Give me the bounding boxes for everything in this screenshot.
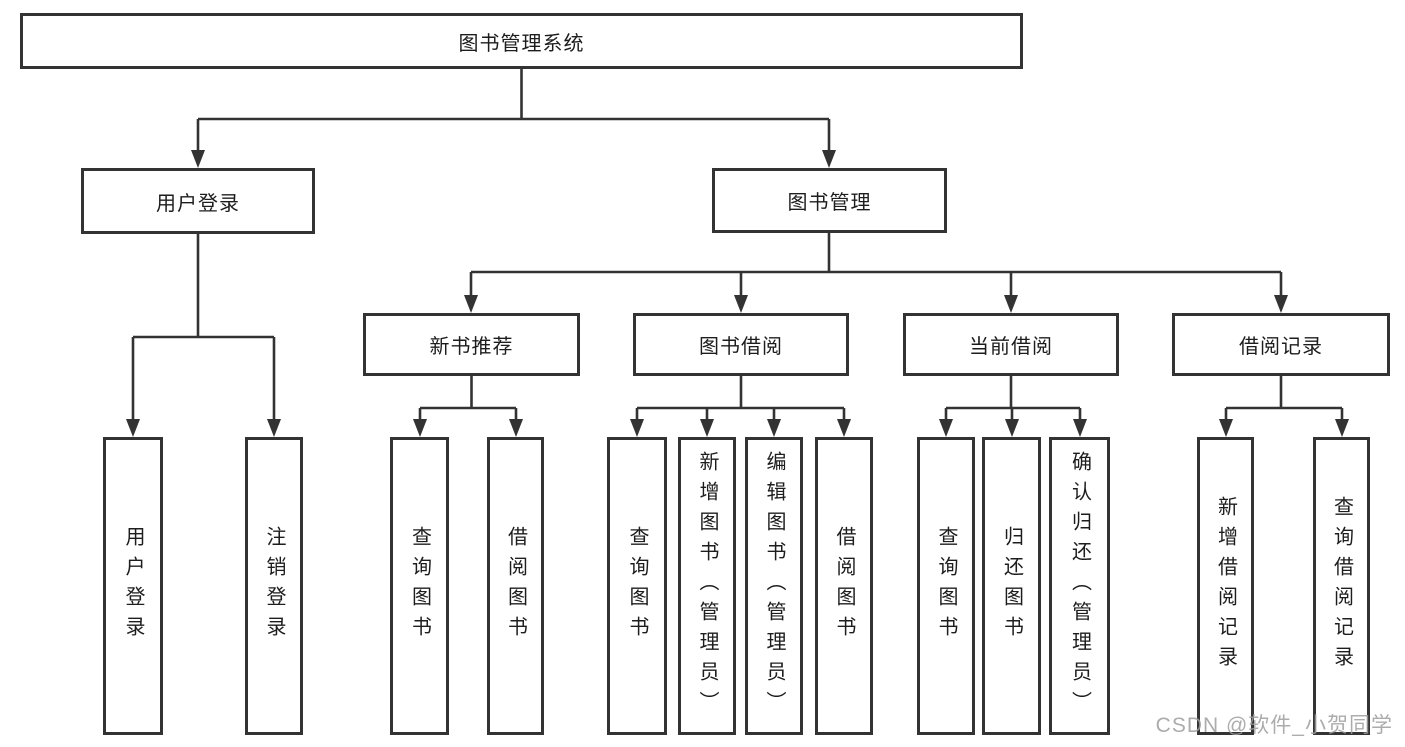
connector-records-to-leaves [1219, 376, 1349, 437]
connector-rec-to-leaves [413, 376, 523, 437]
node-root-system: 图书管理系统 [20, 13, 1023, 69]
node-book-management-branch: 图书管理 [712, 168, 947, 233]
leaf-borrow-add-books-admin: 新增图书（管理员） [678, 437, 736, 735]
leaf-borrow-borrow-books: 借阅图书 [815, 437, 873, 735]
connector-login-to-leaves [126, 234, 281, 437]
leaf-current-query-books: 查询图书 [917, 437, 975, 735]
connector-root-to-level2 [191, 69, 836, 168]
leaf-current-return-books: 归还图书 [982, 437, 1041, 735]
node-user-login-branch: 用户登录 [81, 168, 315, 234]
node-current-borrowing: 当前借阅 [903, 313, 1119, 376]
connector-mgmt-to-level3 [464, 233, 1288, 313]
leaf-records-query-record: 查询借阅记录 [1313, 437, 1370, 735]
csdn-watermark: CSDN @软件_小贺同学 [1155, 714, 1393, 737]
leaf-rec-borrow-books: 借阅图书 [487, 437, 544, 735]
node-new-book-recommend: 新书推荐 [363, 313, 580, 376]
node-book-borrowing: 图书借阅 [633, 313, 849, 376]
connector-borrow-to-leaves [630, 376, 851, 437]
leaf-current-confirm-return-admin: 确认归还（管理员） [1049, 437, 1110, 735]
connector-current-to-leaves [939, 376, 1087, 437]
leaf-records-add-record: 新增借阅记录 [1197, 437, 1254, 735]
leaf-borrow-query-books: 查询图书 [607, 437, 667, 735]
leaf-borrow-edit-books-admin: 编辑图书（管理员） [745, 437, 803, 735]
leaf-logout: 注销登录 [245, 437, 303, 735]
leaf-rec-query-books: 查询图书 [390, 437, 449, 735]
leaf-user-login: 用户登录 [103, 437, 163, 735]
node-borrowing-records: 借阅记录 [1172, 313, 1390, 376]
